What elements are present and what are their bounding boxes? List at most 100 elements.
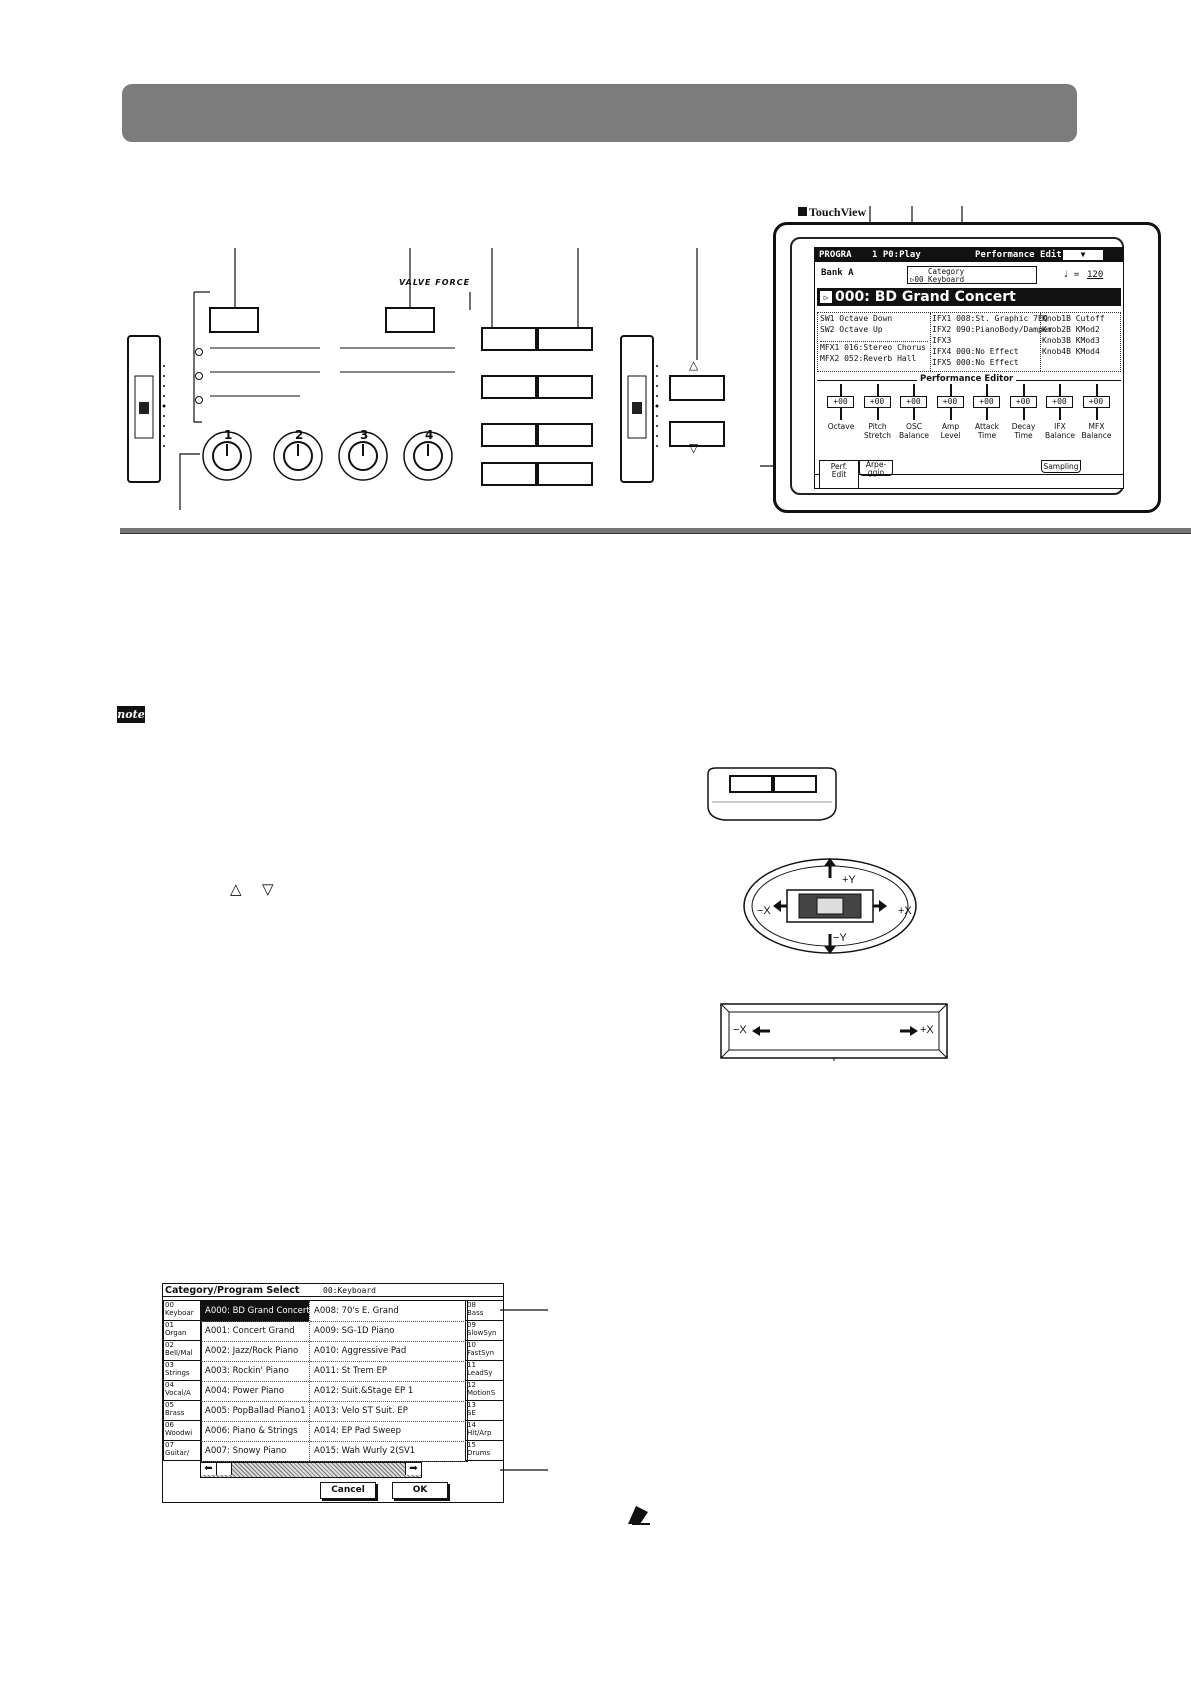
perf-editor-title: Performance Editor [917, 374, 1017, 384]
program-name-bar[interactable]: ▷ 000: BD Grand Concert [817, 288, 1121, 306]
program-list-item[interactable]: A005: PopBallad Piano1 [201, 1401, 309, 1422]
ifx1-assign: IFX1 008:St. Graphic 7EQ [932, 314, 1048, 323]
menu-triangle-icon: ▼ [1080, 250, 1086, 259]
scroll-left-icon[interactable]: ⬅ [201, 1463, 217, 1475]
inline-down-arrow-icon: ▽ [262, 881, 274, 898]
ifx4-assign: IFX4 000:No Effect [932, 347, 1019, 356]
scroll-right-icon[interactable]: ➡ [405, 1463, 421, 1475]
knob3-assign: Knob3B KMod3 [1042, 336, 1100, 345]
joystick-illustration [743, 858, 917, 954]
knob1-assign: Knob1B Cutoff [1042, 314, 1105, 323]
program-list-item[interactable]: A008: 70's E. Grand [310, 1301, 466, 1322]
program-list-item[interactable]: A006: Piano & Strings [201, 1421, 309, 1442]
arrow-up-icon: △ [689, 358, 699, 372]
ribbon-minus-x-label: −X [733, 1024, 747, 1036]
perf-slider-label: Octave [827, 422, 855, 431]
lcd-page: 1 P0:Play [872, 250, 921, 260]
perf-slider-value[interactable]: +00 [863, 396, 891, 408]
perf-slider-value[interactable]: +00 [1046, 396, 1073, 408]
ribbon-plus-x-label: +X [920, 1024, 934, 1036]
joystick-plus-x-label: +X [898, 905, 912, 917]
program-info-box: SW1 Octave Down SW2 Octave Up MFX1 016:S… [817, 312, 1121, 372]
perf-slider-value[interactable]: +00 [900, 396, 927, 408]
joystick-plus-y-label: +Y [842, 874, 856, 886]
tab-arpeggio[interactable]: Arpe-ggio [859, 460, 893, 477]
program-list-item[interactable]: A007: Snowy Piano [201, 1441, 309, 1462]
caution-pencil-icon [628, 1506, 650, 1525]
joystick-minus-x-label: −X [757, 905, 771, 917]
horizontal-scrollbar[interactable]: ⬅ ➡ [200, 1462, 422, 1478]
knob-3-label: 3 [360, 428, 369, 442]
program-list-item[interactable]: A009: SG-1D Piano [310, 1321, 466, 1342]
program-list-item[interactable]: A002: Jazz/Rock Piano [201, 1341, 309, 1362]
scroll-thumb[interactable] [217, 1463, 232, 1475]
tab-perf-edit[interactable]: Perf.Edit [819, 460, 859, 488]
program-list-item[interactable]: A010: Aggressive Pad [310, 1341, 466, 1362]
perf-slider-value[interactable]: +00 [1082, 396, 1110, 408]
page-menu-button[interactable]: ▼ [1063, 250, 1103, 260]
cancel-button[interactable]: Cancel [320, 1482, 376, 1499]
knob-1-label: 1 [224, 428, 233, 442]
touchview-logo-icon [798, 207, 807, 216]
perf-slider-value[interactable]: +00 [936, 396, 964, 408]
program-list-item[interactable]: A012: Suit.&Stage EP 1 [310, 1381, 466, 1402]
ifx3-assign: IFX3 [932, 336, 952, 345]
program-list-item[interactable]: A001: Concert Grand [201, 1321, 309, 1342]
tempo-value[interactable]: 120 [1087, 270, 1104, 280]
perf-slider-value[interactable]: +00 [973, 396, 1000, 408]
program-list-item[interactable]: A013: Velo ST Suit. EP [310, 1401, 466, 1422]
program-list-item[interactable]: A003: Rockin' Piano [201, 1361, 309, 1382]
category-popup[interactable]: Category ▷00 Keyboard [907, 266, 1037, 284]
ok-button[interactable]: OK [392, 1482, 448, 1499]
program-list-item[interactable]: A004: Power Piano [201, 1381, 309, 1402]
knob4-assign: Knob4B KMod4 [1042, 347, 1100, 356]
perf-slider-value[interactable]: +00 [1009, 396, 1037, 408]
lcd-mode: PROGRA [819, 250, 852, 260]
dialog-callout-lines [500, 1309, 548, 1471]
section-divider [120, 528, 1191, 534]
program-list-item[interactable]: A015: Wah Wurly 2(SV1 [310, 1441, 466, 1462]
sw1-assign: SW1 Octave Down [820, 314, 893, 323]
perf-slider-value[interactable]: +00 [827, 396, 854, 408]
tab-sampling[interactable]: Sampling [1041, 460, 1081, 473]
sw2-assign: SW2 Octave Up [820, 325, 883, 334]
program-popup-icon[interactable]: ▷ [820, 291, 832, 303]
note-icon: note [117, 706, 145, 723]
program-list-item[interactable]: A014: EP Pad Sweep [310, 1421, 466, 1442]
touchview-logo: TouchView [798, 205, 866, 220]
program-list-item[interactable]: A011: St Trem EP [310, 1361, 466, 1382]
front-panel-illustration [127, 248, 832, 510]
program-list-item-selected[interactable]: A000: BD Grand Concert [201, 1301, 310, 1322]
ifx2-assign: IFX2 090:PianoBody/Damper [932, 325, 1053, 334]
col1-spacer [820, 335, 928, 342]
ifx5-assign: IFX5 000:No Effect [932, 358, 1019, 367]
tempo-symbol: ♩ = [1063, 270, 1080, 280]
lcd-screen[interactable]: PROGRA 1 P0:Play Performance Edit ▼ Bank… [814, 247, 1124, 489]
